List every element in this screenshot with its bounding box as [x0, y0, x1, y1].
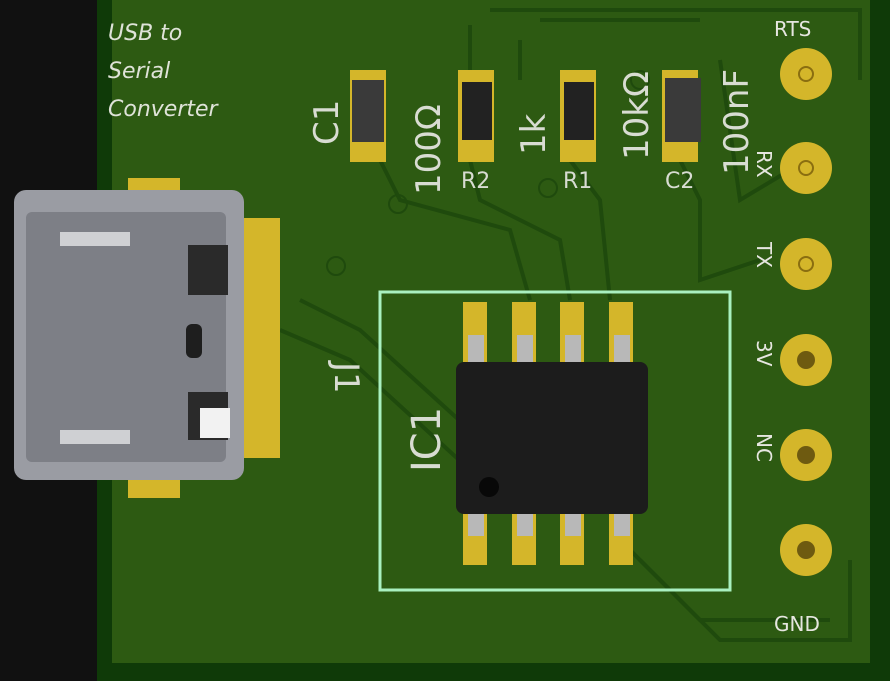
c2-value: 10kΩ — [617, 71, 657, 160]
pin-label-nc: NC — [752, 433, 776, 462]
usb-c-connector — [14, 178, 280, 498]
c2-ref: C2 — [665, 169, 694, 194]
title-line-3: Converter — [108, 97, 220, 122]
r2-value: 100Ω — [409, 104, 449, 195]
ic1-ref: IC1 — [404, 407, 450, 472]
ic1-package — [456, 302, 648, 565]
title-line-2: Serial — [108, 59, 170, 84]
traces — [279, 8, 862, 642]
pin-label-3v: 3V — [752, 340, 776, 367]
smd-components — [350, 70, 701, 162]
title-line-1: USB to — [108, 21, 182, 46]
pin-label-gnd: GND — [774, 612, 820, 636]
r1-ref: R1 — [563, 169, 592, 194]
header-pins — [780, 48, 832, 576]
pin-label-rx: RX — [752, 150, 776, 178]
pin-label-rts: RTS — [774, 17, 811, 41]
vias — [326, 70, 650, 276]
c3-value: 100nF — [717, 69, 757, 175]
pin-label-tx: TX — [752, 241, 776, 268]
ic1-courtyard — [378, 290, 732, 592]
j1-ref: J1 — [326, 360, 366, 394]
c1-ref: C1 — [307, 100, 347, 145]
silkscreen-labels: C1 100Ω R2 1k R1 10kΩ C2 100nF J1 IC1 — [307, 69, 757, 472]
r1-value: 1k — [514, 113, 554, 155]
header-pin-labels: RTS RX TX 3V NC GND — [752, 17, 820, 636]
title-text: USB to Serial Converter — [108, 21, 220, 122]
r2-ref: R2 — [461, 169, 490, 194]
